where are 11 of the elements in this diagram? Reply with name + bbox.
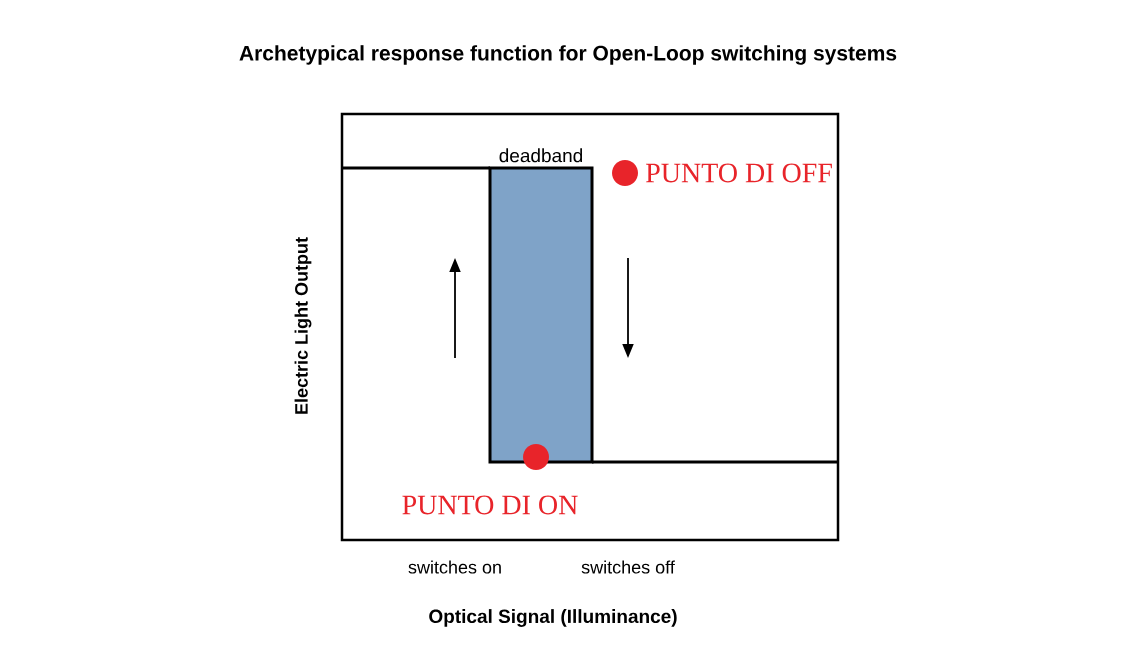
- tick-label: switches on: [408, 560, 501, 574]
- axis-title: Optical Signal (Illuminance): [429, 609, 677, 627]
- chart-title: Archetypical response function for Open-Loop switching systems: [239, 45, 897, 65]
- deadband-rectangle: deadband: [488, 148, 594, 464]
- point-dot: [523, 444, 549, 470]
- point-label: PUNTO DI ON: [402, 495, 578, 515]
- node-label: deadband: [499, 148, 583, 163]
- point-label: PUNTO DI OFF: [646, 163, 832, 183]
- axis-title: Electric Light Output: [294, 237, 312, 414]
- tick-label: switches off: [581, 560, 675, 574]
- point-dot: [612, 160, 638, 186]
